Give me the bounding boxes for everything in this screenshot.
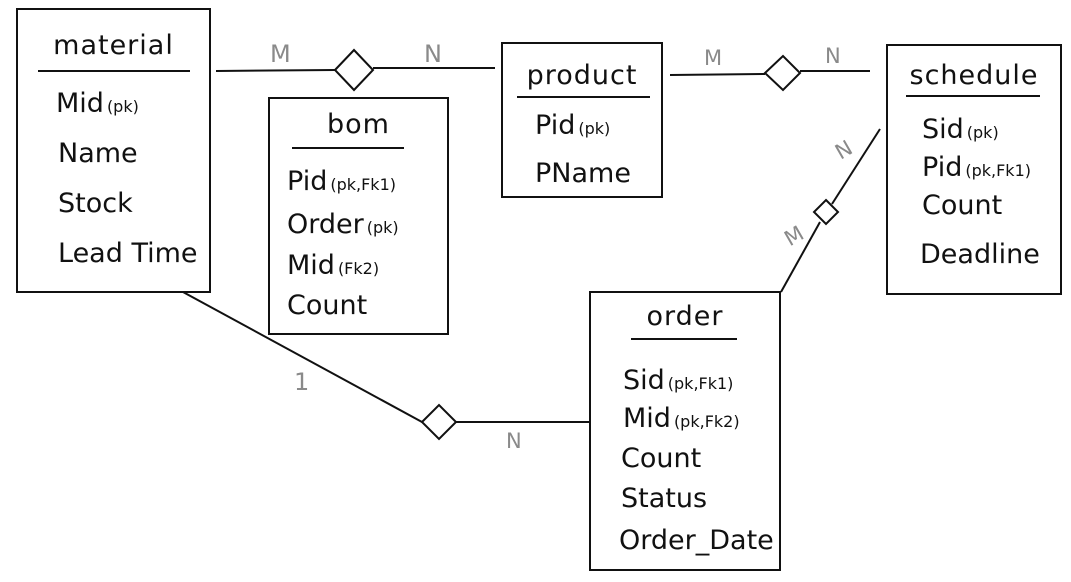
material-order-line-left [182, 291, 423, 423]
product-schedule-relationship-diamond[interactable] [763, 54, 802, 92]
attribute-count: Count [621, 443, 702, 474]
order-schedule-line-upper [831, 128, 881, 205]
attribute-mid: Mid(Fk2) [287, 250, 380, 281]
title-underline [38, 70, 190, 72]
entity-title: order [646, 301, 724, 332]
attribute-order: Order(pk) [287, 209, 399, 240]
attribute-lead-time: Lead Time [58, 238, 198, 269]
entity-title: product [526, 60, 638, 91]
attribute-pid: Pid(pk) [535, 110, 611, 141]
attribute-count: Count [287, 290, 368, 321]
product-schedule-card-from: M [704, 46, 723, 70]
entity-product[interactable]: product Pid(pk) PName [501, 42, 663, 198]
title-underline [292, 147, 404, 149]
attribute-name: Name [58, 138, 138, 169]
entity-bom[interactable]: bom Pid(pk,Fk1) Order(pk) Mid(Fk2) Count [268, 97, 449, 335]
entity-schedule[interactable]: schedule Sid(pk) Pid(pk,Fk1) Count Deadl… [886, 44, 1062, 295]
material-order-card-to: N [506, 429, 522, 453]
product-schedule-line-left [669, 73, 766, 76]
title-underline [906, 95, 1040, 97]
material-product-relationship-diamond[interactable] [333, 48, 375, 92]
order-schedule-line-lower [780, 221, 821, 293]
attribute-sid: Sid(pk) [922, 114, 999, 145]
attribute-count: Count [922, 190, 1003, 221]
title-underline [517, 96, 650, 98]
material-order-relationship-diamond[interactable] [420, 403, 458, 441]
attribute-mid: Mid(pk) [56, 88, 139, 119]
attribute-deadline: Deadline [920, 239, 1040, 270]
product-schedule-card-to: N [825, 44, 841, 68]
entity-material[interactable]: material Mid(pk) Name Stock Lead Time [16, 8, 211, 293]
attribute-mid: Mid(pk,Fk2) [623, 403, 740, 434]
attribute-sid: Sid(pk,Fk1) [623, 365, 734, 396]
material-product-card-to: N [424, 40, 442, 68]
material-order-card-from: 1 [294, 368, 310, 396]
attribute-order-date: Order_Date [619, 525, 774, 556]
entity-title: material [53, 30, 174, 61]
entity-title: bom [327, 109, 390, 140]
attribute-stock: Stock [58, 188, 133, 219]
title-underline [631, 338, 737, 340]
attribute-status: Status [621, 483, 708, 514]
attribute-pid: Pid(pk,Fk1) [287, 166, 396, 197]
material-product-card-from: M [270, 40, 291, 68]
material-product-line-left [215, 69, 336, 72]
attribute-pname: PName [535, 158, 631, 189]
entity-title: schedule [909, 60, 1039, 91]
entity-order[interactable]: order Sid(pk,Fk1) Mid(pk,Fk2) Count Stat… [589, 291, 781, 571]
attribute-pid: Pid(pk,Fk1) [922, 152, 1031, 183]
order-schedule-relationship-diamond[interactable] [812, 198, 840, 226]
